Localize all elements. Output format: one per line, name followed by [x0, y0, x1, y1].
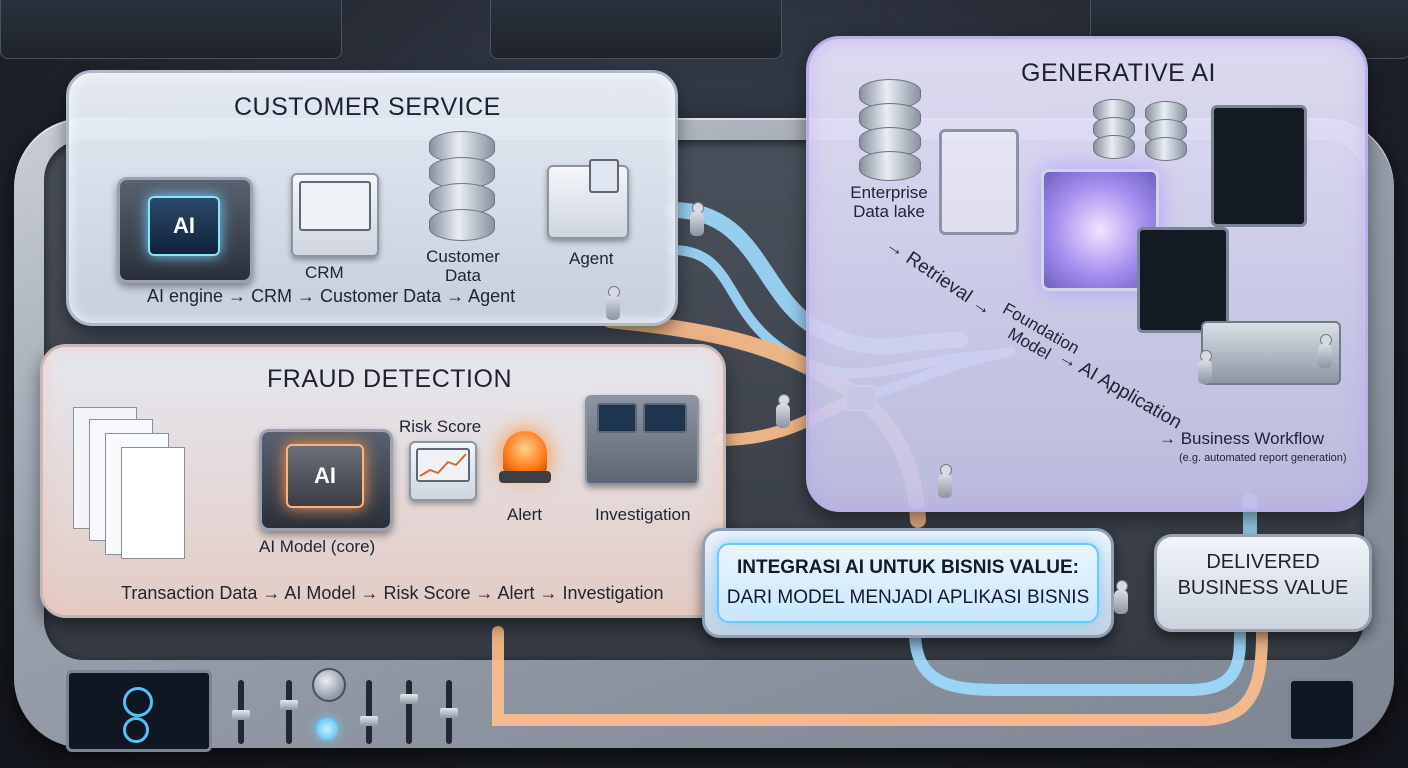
- customer-service-flow: AI engine → CRM → Customer Data → Agent: [147, 286, 516, 306]
- vector-db-icon-1: [1093, 99, 1135, 159]
- fader-slider[interactable]: [440, 680, 458, 744]
- delivered-line-1: DELIVERED: [1206, 551, 1320, 573]
- delivered-line-2: BUSINESS VALUE: [1177, 577, 1349, 599]
- generative-ai-title: GENERATIVE AI: [1021, 59, 1216, 87]
- delivered-business-value-box: DELIVERED BUSINESS VALUE: [1154, 534, 1372, 632]
- control-knob[interactable]: [312, 668, 346, 702]
- agent-workstation: [547, 159, 629, 239]
- alert-label: Alert: [507, 505, 542, 524]
- robot-worker-icon: [688, 202, 706, 236]
- robot-worker-icon: [1316, 334, 1334, 368]
- robot-worker-icon: [774, 394, 792, 428]
- enterprise-data-lake-label: Enterprise Data lake: [850, 183, 928, 221]
- risk-score-monitor: [409, 441, 477, 501]
- dashboard-monitor-right: [1288, 678, 1356, 742]
- alert-beacon-icon: [503, 431, 547, 475]
- robot-worker-icon: [1196, 350, 1214, 384]
- top-equipment-center: [490, 0, 782, 59]
- business-workflow-note: (e.g. automated report generation): [1179, 452, 1347, 464]
- gauge-icon: [123, 717, 149, 743]
- fader-slider[interactable]: [232, 680, 250, 744]
- robot-worker-icon: [604, 286, 622, 320]
- risk-score-screen: [416, 448, 470, 482]
- gauge-icon: [123, 687, 153, 717]
- fader-slider[interactable]: [360, 680, 378, 744]
- filter-box: [939, 129, 1019, 235]
- business-workflow-label: → Business Workflow: [1159, 429, 1325, 448]
- integration-title: INTEGRASI AI UNTUK BISNIS VALUE:: [736, 557, 1079, 578]
- fader-slider[interactable]: [400, 680, 418, 744]
- customer-service-title: CUSTOMER SERVICE: [234, 93, 501, 121]
- integration-box: INTEGRASI AI UNTUK BISNIS VALUE: DARI MO…: [702, 528, 1114, 638]
- enterprise-data-lake-icon: [859, 79, 921, 181]
- generative-ai-panel: GENERATIVE AI Enterprise Data lake → Ret…: [806, 36, 1368, 512]
- agent-label: Agent: [569, 249, 614, 268]
- robot-worker-icon: [936, 464, 954, 498]
- customer-data-label: Customer Data: [426, 247, 500, 285]
- ai-model-chip: AI: [259, 429, 393, 531]
- investigation-workstation: [585, 395, 699, 485]
- fraud-detection-flow: Transaction Data → AI Model → Risk Score…: [121, 583, 664, 603]
- robot-worker-icon: [1112, 580, 1130, 614]
- glowing-button[interactable]: [316, 718, 338, 740]
- alert-beacon-base: [499, 471, 551, 483]
- integration-box-inner: INTEGRASI AI UNTUK BISNIS VALUE: DARI MO…: [717, 543, 1099, 623]
- fader-slider[interactable]: [280, 680, 298, 744]
- pipe-bottom-orange: [492, 626, 1268, 726]
- ai-model-label: AI Model (core): [259, 537, 376, 556]
- fraud-detection-panel: FRAUD DETECTION AI AI Model (core) Risk …: [40, 344, 726, 618]
- top-equipment-left: [0, 0, 342, 59]
- risk-score-label: Risk Score: [399, 417, 482, 436]
- fraud-detection-title: FRAUD DETECTION: [267, 365, 512, 393]
- customer-data-database-icon: [429, 131, 495, 241]
- customer-service-panel: CUSTOMER SERVICE AI CRM Customer Data Ag…: [66, 70, 678, 326]
- code-monitor-bottom: [1137, 227, 1229, 333]
- investigation-label: Investigation: [595, 505, 691, 524]
- crm-label: CRM: [305, 263, 344, 282]
- code-monitor-top: [1211, 105, 1307, 227]
- ai-engine-chip-core: AI: [148, 196, 220, 256]
- production-line: [1201, 321, 1341, 385]
- agent-screen: [589, 159, 619, 193]
- dashboard-monitor-left: [66, 670, 212, 752]
- ai-model-chip-core: AI: [286, 444, 364, 508]
- crm-monitor-screen: [299, 181, 371, 231]
- risk-score-sparkline-icon: [419, 453, 467, 477]
- ai-application-label: → AI Application: [1055, 346, 1186, 434]
- retrieval-label: → Retrieval →: [881, 234, 996, 321]
- pipe-bottom-blue: [909, 626, 1246, 696]
- vector-db-icon-2: [1145, 101, 1187, 161]
- integration-subtitle: DARI MODEL MENJADI APLIKASI BISNIS: [726, 587, 1090, 608]
- crm-monitor: [291, 173, 379, 257]
- transaction-documents-stack: [73, 407, 223, 559]
- ai-engine-chip: AI: [117, 177, 253, 283]
